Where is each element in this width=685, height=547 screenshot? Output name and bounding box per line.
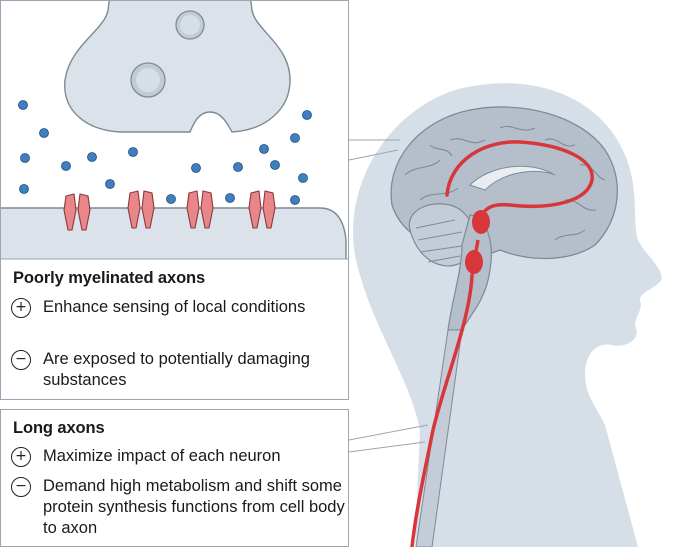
receptor — [63, 193, 77, 231]
neurotransmitter — [270, 160, 280, 170]
connector-line-bottom-2 — [348, 441, 426, 453]
item-text: Demand high metabolism and shift some pr… — [43, 477, 345, 537]
neurotransmitter — [128, 147, 138, 157]
neurotransmitter — [19, 184, 29, 194]
neurotransmitter — [225, 193, 235, 203]
cell-body-lower — [465, 250, 483, 274]
neurotransmitter — [259, 144, 269, 154]
neurotransmitter — [233, 162, 243, 172]
plus-icon: + — [11, 298, 31, 318]
neurotransmitter — [302, 110, 312, 120]
item-text: Are exposed to potentially damaging subs… — [43, 350, 310, 389]
axon — [410, 140, 594, 547]
cell-body-upper — [472, 210, 490, 234]
neurotransmitter — [20, 153, 30, 163]
plus-icon: + — [11, 447, 31, 467]
neurotransmitter — [18, 100, 28, 110]
vesicle-large — [136, 68, 160, 92]
neurotransmitter — [166, 194, 176, 204]
brain — [390, 106, 618, 547]
item-text: Enhance sensing of local conditions — [43, 298, 306, 316]
receptor — [141, 190, 155, 229]
neurotransmitter — [61, 161, 71, 171]
presynaptic-terminal — [64, 1, 291, 133]
neurotransmitter — [298, 173, 308, 183]
section-heading: Long axons — [13, 419, 105, 437]
item-text: Maximize impact of each neuron — [43, 447, 281, 465]
connector-line-bottom — [348, 424, 429, 441]
receptor — [127, 190, 141, 229]
neurotransmitter — [290, 195, 300, 205]
receptor — [200, 190, 214, 229]
neurotransmitter — [105, 179, 115, 189]
receptor — [248, 190, 262, 229]
neurotransmitter — [191, 163, 201, 173]
neurotransmitter — [87, 152, 97, 162]
poorly-myelinated-panel: Poorly myelinated axons + Enhance sensin… — [0, 0, 349, 400]
receptor — [186, 190, 200, 229]
synapse-illustration — [1, 1, 348, 259]
long-axons-panel: Long axons + Maximize impact of each neu… — [0, 409, 349, 547]
vesicle-large — [180, 15, 200, 35]
connector-line-top-angle — [348, 149, 399, 161]
minus-icon: − — [11, 350, 31, 370]
receptor — [262, 190, 276, 229]
neurotransmitter — [39, 128, 49, 138]
section-heading: Poorly myelinated axons — [13, 269, 206, 287]
receptor — [77, 193, 91, 231]
neurotransmitter — [290, 133, 300, 143]
minus-icon: − — [11, 477, 31, 497]
